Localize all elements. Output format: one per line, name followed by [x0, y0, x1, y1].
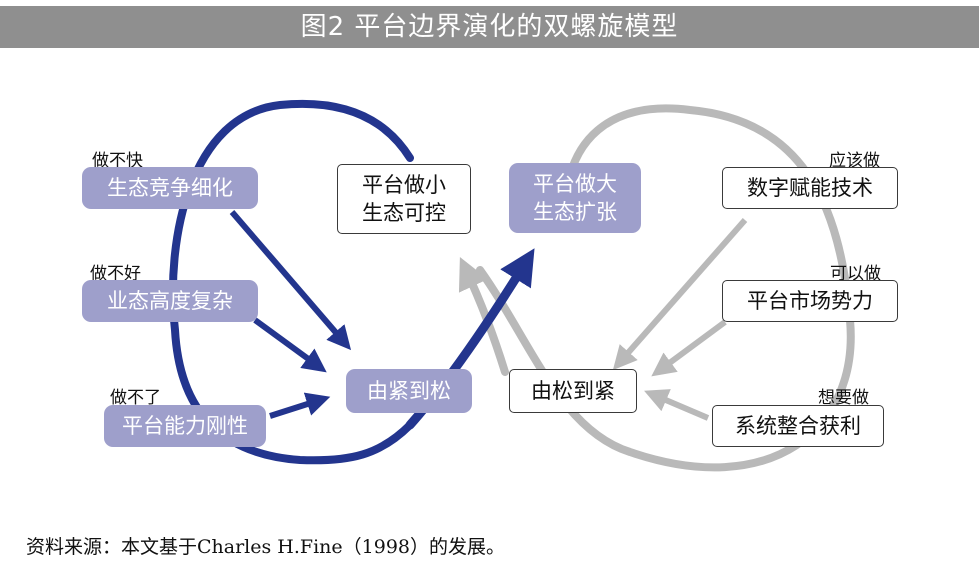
node-market-power: 平台市场势力 — [722, 280, 898, 322]
node-business-complexity: 业态高度复杂 — [82, 280, 258, 322]
node-loose-to-tight: 由松到紧 — [509, 369, 637, 413]
node-market-power-text: 平台市场势力 — [747, 289, 873, 313]
blue-arrow-3 — [269, 392, 331, 419]
label-can-do: 可以做 — [830, 264, 881, 284]
gray-arrow-1 — [612, 218, 748, 371]
node-platform-bigger-line1: 平台做大 — [533, 172, 617, 196]
label-not-good: 做不好 — [90, 264, 141, 284]
node-platform-bigger: 平台做大 生态扩张 — [509, 163, 641, 233]
node-system-integration-text: 系统整合获利 — [735, 414, 861, 438]
node-platform-rigidity-text: 平台能力刚性 — [122, 414, 248, 438]
label-not-fast: 做不快 — [92, 151, 143, 171]
diagram-title: 图2 平台边界演化的双螺旋模型 — [300, 12, 679, 42]
node-platform-smaller: 平台做小 生态可控 — [337, 164, 471, 234]
source-note: 资料来源：本文基于Charles H.Fine（1998）的发展。 — [26, 536, 505, 558]
node-business-complexity-text: 业态高度复杂 — [107, 289, 233, 313]
node-digital-empowerment-text: 数字赋能技术 — [747, 176, 873, 200]
node-platform-rigidity: 平台能力刚性 — [104, 405, 266, 447]
node-digital-empowerment: 数字赋能技术 — [722, 167, 898, 209]
label-should-do: 应该做 — [829, 151, 880, 171]
node-tight-to-loose: 由紧到松 — [346, 369, 472, 413]
node-loose-to-tight-text: 由松到紧 — [531, 379, 615, 403]
node-system-integration: 系统整合获利 — [712, 405, 884, 447]
blue-arrow-1 — [229, 210, 352, 351]
label-cannot-do: 做不了 — [110, 388, 161, 408]
node-platform-bigger-line2: 生态扩张 — [533, 200, 617, 224]
gray-arrow-2 — [651, 319, 727, 377]
label-want-to-do: 想要做 — [818, 388, 869, 408]
node-tight-to-loose-text: 由紧到松 — [367, 379, 451, 403]
blue-arrow-2 — [253, 317, 327, 373]
node-ecosystem-competition-text: 生态竞争细化 — [107, 176, 233, 200]
title-bar — [0, 6, 979, 48]
node-platform-smaller-line1: 平台做小 — [362, 173, 446, 197]
node-ecosystem-competition: 生态竞争细化 — [82, 167, 258, 209]
gray-loop — [476, 104, 855, 472]
gray-arrow-3 — [644, 389, 710, 421]
node-platform-smaller-line2: 生态可控 — [362, 201, 446, 225]
